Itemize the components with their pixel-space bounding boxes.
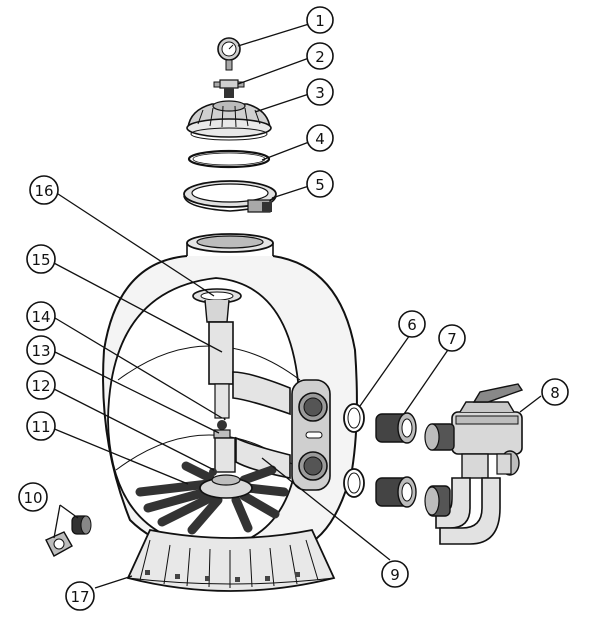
callout-4: 4	[306, 124, 334, 152]
callout-3-label: 3	[315, 84, 325, 102]
air-release-valve	[213, 79, 245, 98]
callout-1-label: 1	[315, 12, 325, 30]
multiport-valve	[424, 383, 524, 545]
callout-1: 1	[306, 6, 334, 34]
pressure-gauge	[217, 37, 241, 71]
callout-10: 10	[18, 482, 48, 512]
callout-6-label: 6	[407, 316, 417, 334]
callout-17: 17	[65, 581, 95, 611]
callout-12: 12	[26, 370, 56, 400]
callout-7-label: 7	[447, 330, 457, 348]
top-diffuser	[192, 288, 242, 323]
pipe-fittings	[213, 420, 231, 439]
callout-11: 11	[26, 411, 56, 441]
callout-7: 7	[438, 324, 466, 352]
callout-8-label: 8	[550, 384, 560, 402]
callout-13-label: 13	[31, 342, 50, 360]
port-gaskets	[343, 403, 365, 498]
tank-lid	[186, 100, 272, 141]
callout-17-label: 17	[70, 588, 89, 606]
callout-13: 13	[26, 335, 56, 365]
callout-14-label: 14	[31, 308, 50, 326]
callout-12-label: 12	[31, 377, 50, 395]
drain-plug	[45, 515, 92, 557]
callout-11-label: 11	[31, 418, 50, 436]
callout-4-label: 4	[315, 130, 325, 148]
lid-o-ring	[187, 149, 271, 169]
callout-2: 2	[306, 42, 334, 70]
callout-6: 6	[398, 310, 426, 338]
callout-15: 15	[26, 244, 56, 274]
lateral-assembly	[135, 461, 289, 535]
callout-9: 9	[381, 560, 409, 588]
callout-9-label: 9	[390, 566, 400, 584]
tank-base	[126, 528, 336, 592]
callout-15-label: 15	[31, 251, 50, 269]
filter-tank	[102, 233, 358, 549]
leader-lines	[51, 23, 542, 589]
callout-5-label: 5	[315, 176, 325, 194]
callout-16: 16	[29, 175, 59, 205]
callout-5: 5	[306, 170, 334, 198]
unions	[375, 412, 417, 508]
callout-3: 3	[306, 78, 334, 106]
clamp-ring	[183, 180, 277, 213]
callout-2-label: 2	[315, 48, 325, 66]
callout-8: 8	[541, 378, 569, 406]
callout-16-label: 16	[34, 182, 53, 200]
callout-10-label: 10	[23, 489, 42, 507]
callout-14: 14	[26, 301, 56, 331]
upper-pipe	[208, 321, 291, 421]
